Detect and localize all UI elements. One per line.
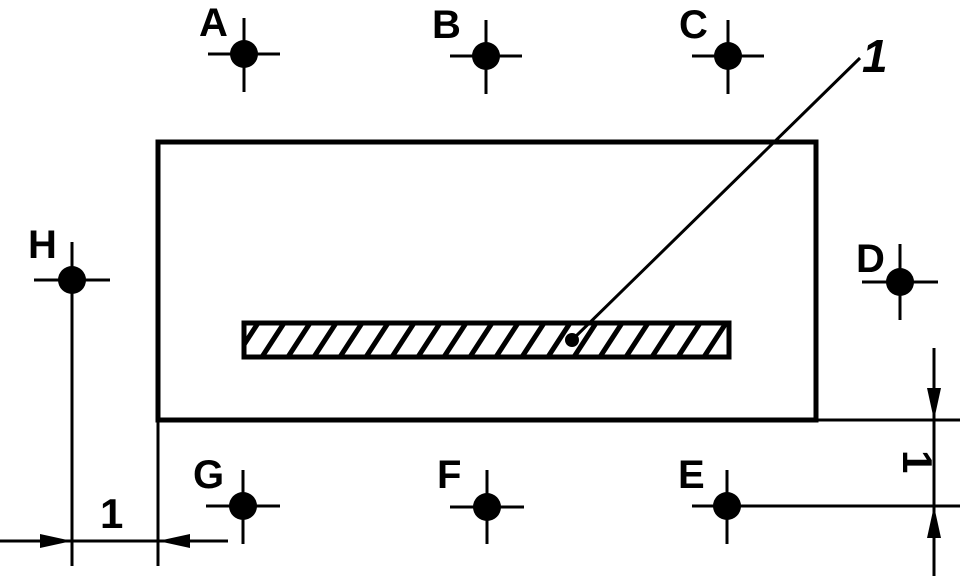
callout-label: 1 (862, 30, 888, 82)
point-marker-f (450, 470, 524, 544)
vertical-dimension (927, 348, 941, 576)
hatched-strip (241, 320, 732, 360)
point-label-b: B (432, 3, 461, 47)
point-marker-g (206, 470, 280, 544)
horizontal-dimension-label: 1 (100, 490, 123, 537)
point-label-c: C (679, 3, 708, 47)
point-label-h: H (28, 223, 57, 267)
callout-leader-line (570, 56, 862, 342)
main-rectangle (155, 139, 819, 423)
point-label-a: A (199, 1, 228, 45)
point-marker-c (692, 20, 764, 94)
point-label-g: G (193, 453, 224, 497)
callout-anchor-dot (565, 333, 579, 347)
point-marker-e (692, 470, 960, 544)
point-marker-b (450, 20, 522, 94)
point-label-d: D (856, 237, 885, 281)
point-marker-d (862, 244, 938, 320)
point-marker-h (34, 242, 110, 566)
point-label-f: F (437, 453, 461, 497)
point-label-e: E (678, 453, 705, 497)
vertical-dimension-label: 1 (894, 450, 941, 473)
point-marker-a (208, 18, 280, 92)
horizontal-dimension (0, 534, 228, 548)
